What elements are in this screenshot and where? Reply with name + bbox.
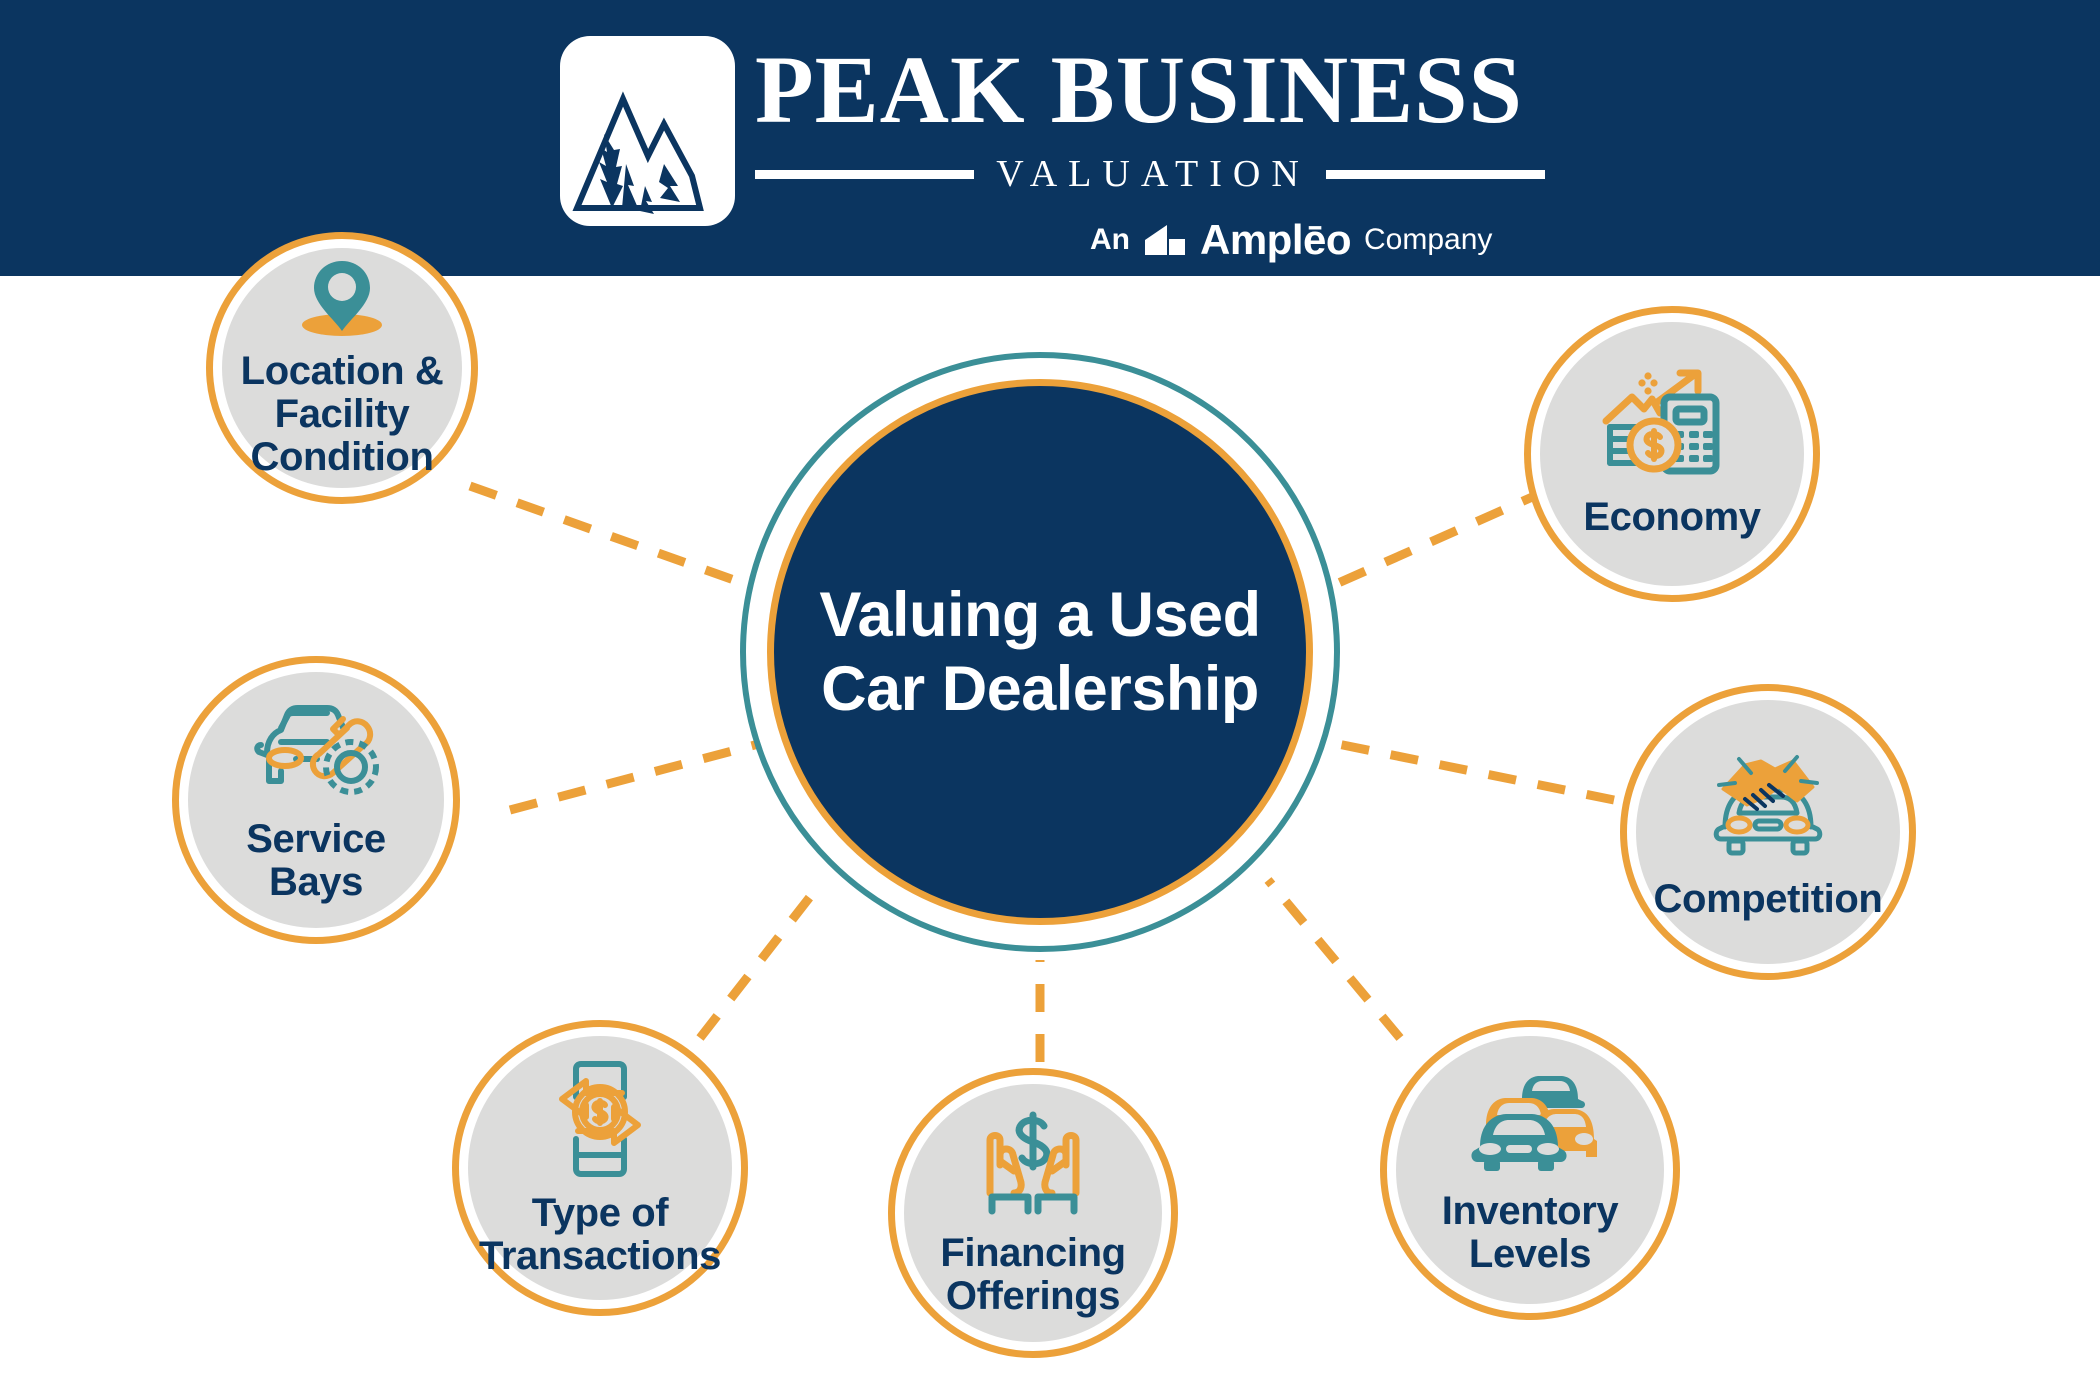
brand-secondary-row: VALUATION (755, 152, 1545, 196)
brand-wordmark: PEAK BUSINESS VALUATION (755, 42, 1570, 196)
affiliate-name: Amplēo (1200, 216, 1352, 263)
node-competition[interactable]: Competition (1620, 684, 1916, 980)
rule-left (755, 169, 975, 179)
node-label: Inventory Levels (1441, 1188, 1619, 1276)
handshake-over-car-icon (1705, 743, 1831, 868)
connector-inventory (1264, 877, 1404, 1041)
connector-economy (1298, 485, 1550, 605)
brand-primary-text: PEAK BUSINESS (755, 36, 1523, 143)
node-inventory[interactable]: Inventory Levels (1380, 1020, 1680, 1320)
brand-logo-lockup: PEAK BUSINESS VALUATION An Amplēo Compan… (560, 20, 1570, 263)
node-label: Competition (1653, 877, 1883, 922)
node-label: Location & Facility Condition (240, 349, 444, 479)
car-wrench-gear-icon (251, 697, 381, 808)
affiliate-prefix: An (1090, 223, 1130, 256)
header-bar: PEAK BUSINESS VALUATION An Amplēo Compan… (0, 0, 2100, 276)
affiliate-lockup: An Amplēo Company (1090, 216, 1492, 264)
growth-chart-calculator-cash-icon (1602, 369, 1742, 486)
mountain-peak-icon (560, 36, 735, 226)
center-hub: Valuing a Used Car Dealership (740, 352, 1340, 952)
brand-secondary-text: VALUATION (996, 153, 1310, 195)
node-label: Type of Transactions (479, 1190, 721, 1278)
connector-transactions (696, 881, 824, 1041)
node-disc: Inventory Levels (1396, 1036, 1664, 1304)
map-pin-icon (294, 257, 390, 344)
ampleo-mark-icon (1143, 223, 1187, 257)
node-disc: Service Bays (188, 672, 444, 928)
node-financing[interactable]: Financing Offerings (888, 1068, 1178, 1358)
node-disc: Location & Facility Condition (222, 248, 462, 488)
hub-inner-ring (767, 379, 1313, 925)
node-location[interactable]: Location & Facility Condition (206, 232, 478, 504)
hub-title: Valuing a Used Car Dealership (819, 579, 1261, 724)
node-economy[interactable]: Economy (1524, 306, 1820, 602)
node-label: Service Bays (246, 816, 386, 904)
node-disc: Financing Offerings (904, 1084, 1162, 1342)
node-service[interactable]: Service Bays (172, 656, 460, 944)
multiple-cars-icon (1462, 1065, 1598, 1182)
rule-right (1325, 169, 1545, 179)
node-transactions[interactable]: Type of Transactions (452, 1020, 748, 1316)
connector-service (508, 737, 768, 815)
node-label: Economy (1583, 495, 1761, 540)
mobile-money-exchange-icon (548, 1059, 652, 1184)
node-label: Financing Offerings (940, 1230, 1126, 1318)
hands-holding-dollar-icon (968, 1109, 1098, 1224)
node-disc: Economy (1540, 322, 1804, 586)
node-disc: Type of Transactions (468, 1036, 732, 1300)
connector-location (468, 481, 792, 605)
affiliate-suffix: Company (1364, 223, 1493, 256)
connector-competition (1317, 735, 1615, 805)
node-disc: Competition (1636, 700, 1900, 964)
